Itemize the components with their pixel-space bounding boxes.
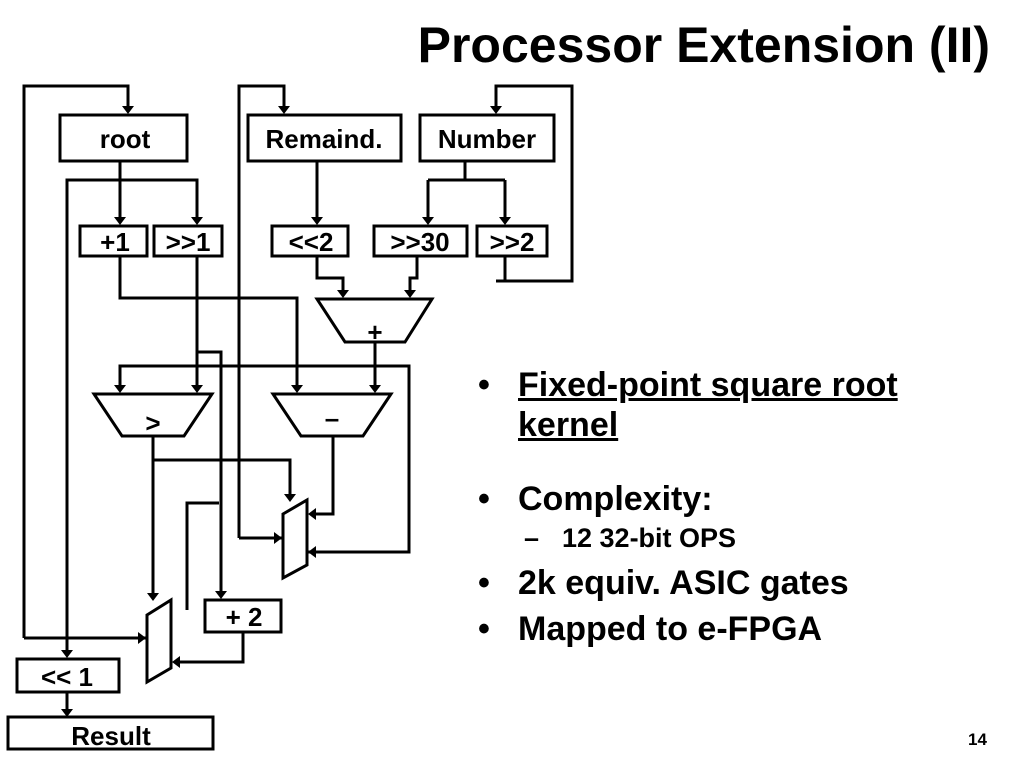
- plus1-box: [78, 224, 149, 258]
- number-register-box: [418, 113, 556, 163]
- remaind-label: Remaind.: [265, 124, 382, 154]
- mux-upper: [281, 497, 309, 581]
- bullet-fixed-point: • Fixed-point square root kernel: [474, 365, 994, 445]
- number-label: Number: [438, 124, 536, 154]
- bullet-asic-gates: • 2k equiv. ASIC gates: [474, 563, 994, 603]
- subtract-alu: [270, 392, 394, 438]
- add-alu: [314, 297, 435, 344]
- shr2-box: [475, 224, 549, 258]
- shr30-label: >>30: [390, 227, 449, 257]
- slide-title: Processor Extension (II): [417, 17, 990, 73]
- compare-alu-label: >: [145, 408, 160, 438]
- shr30-box: [372, 224, 469, 258]
- root-register-box: [58, 113, 189, 163]
- remaind-register-box: [246, 113, 403, 163]
- add-alu-label: +: [367, 317, 382, 347]
- bullet-text: Mapped to e-FPGA: [518, 610, 823, 648]
- bullet-complexity: • Complexity:: [474, 479, 994, 519]
- shl2-box: [270, 224, 350, 258]
- subtract-alu-label: –: [325, 403, 339, 433]
- bullet-text: Complexity:: [518, 480, 713, 518]
- plus2-label: + 2: [226, 602, 263, 632]
- slide-number: 14: [968, 730, 987, 749]
- bullet-dot: •: [478, 610, 490, 648]
- sub-bullet-text: 12 32-bit OPS: [562, 523, 737, 553]
- shr1-label: >>1: [166, 227, 211, 257]
- bullet-dot: •: [478, 564, 490, 602]
- result-label: Result: [71, 721, 151, 751]
- shl2-label: <<2: [289, 227, 334, 257]
- shl1-label: << 1: [41, 662, 93, 692]
- result-box: [6, 715, 215, 751]
- bullet-text: 2k equiv. ASIC gates: [518, 564, 849, 602]
- compare-alu: [91, 392, 215, 438]
- root-label: root: [100, 124, 151, 154]
- bullet-list: • Fixed-point square root kernel • Compl…: [474, 365, 994, 649]
- mux-lower: [145, 597, 173, 685]
- bullet-efpga: • Mapped to e-FPGA: [474, 609, 994, 649]
- bullet-dot: •: [478, 366, 490, 404]
- plus1-label: +1: [100, 227, 130, 257]
- shr1-box: [152, 224, 224, 258]
- bullet-dot: •: [478, 480, 490, 518]
- sub-bullet-ops: – 12 32-bit OPS: [474, 519, 994, 557]
- shr2-label: >>2: [490, 227, 535, 257]
- bullet-text: Fixed-point square root kernel: [518, 366, 898, 444]
- sub-bullet-dash: –: [524, 523, 540, 553]
